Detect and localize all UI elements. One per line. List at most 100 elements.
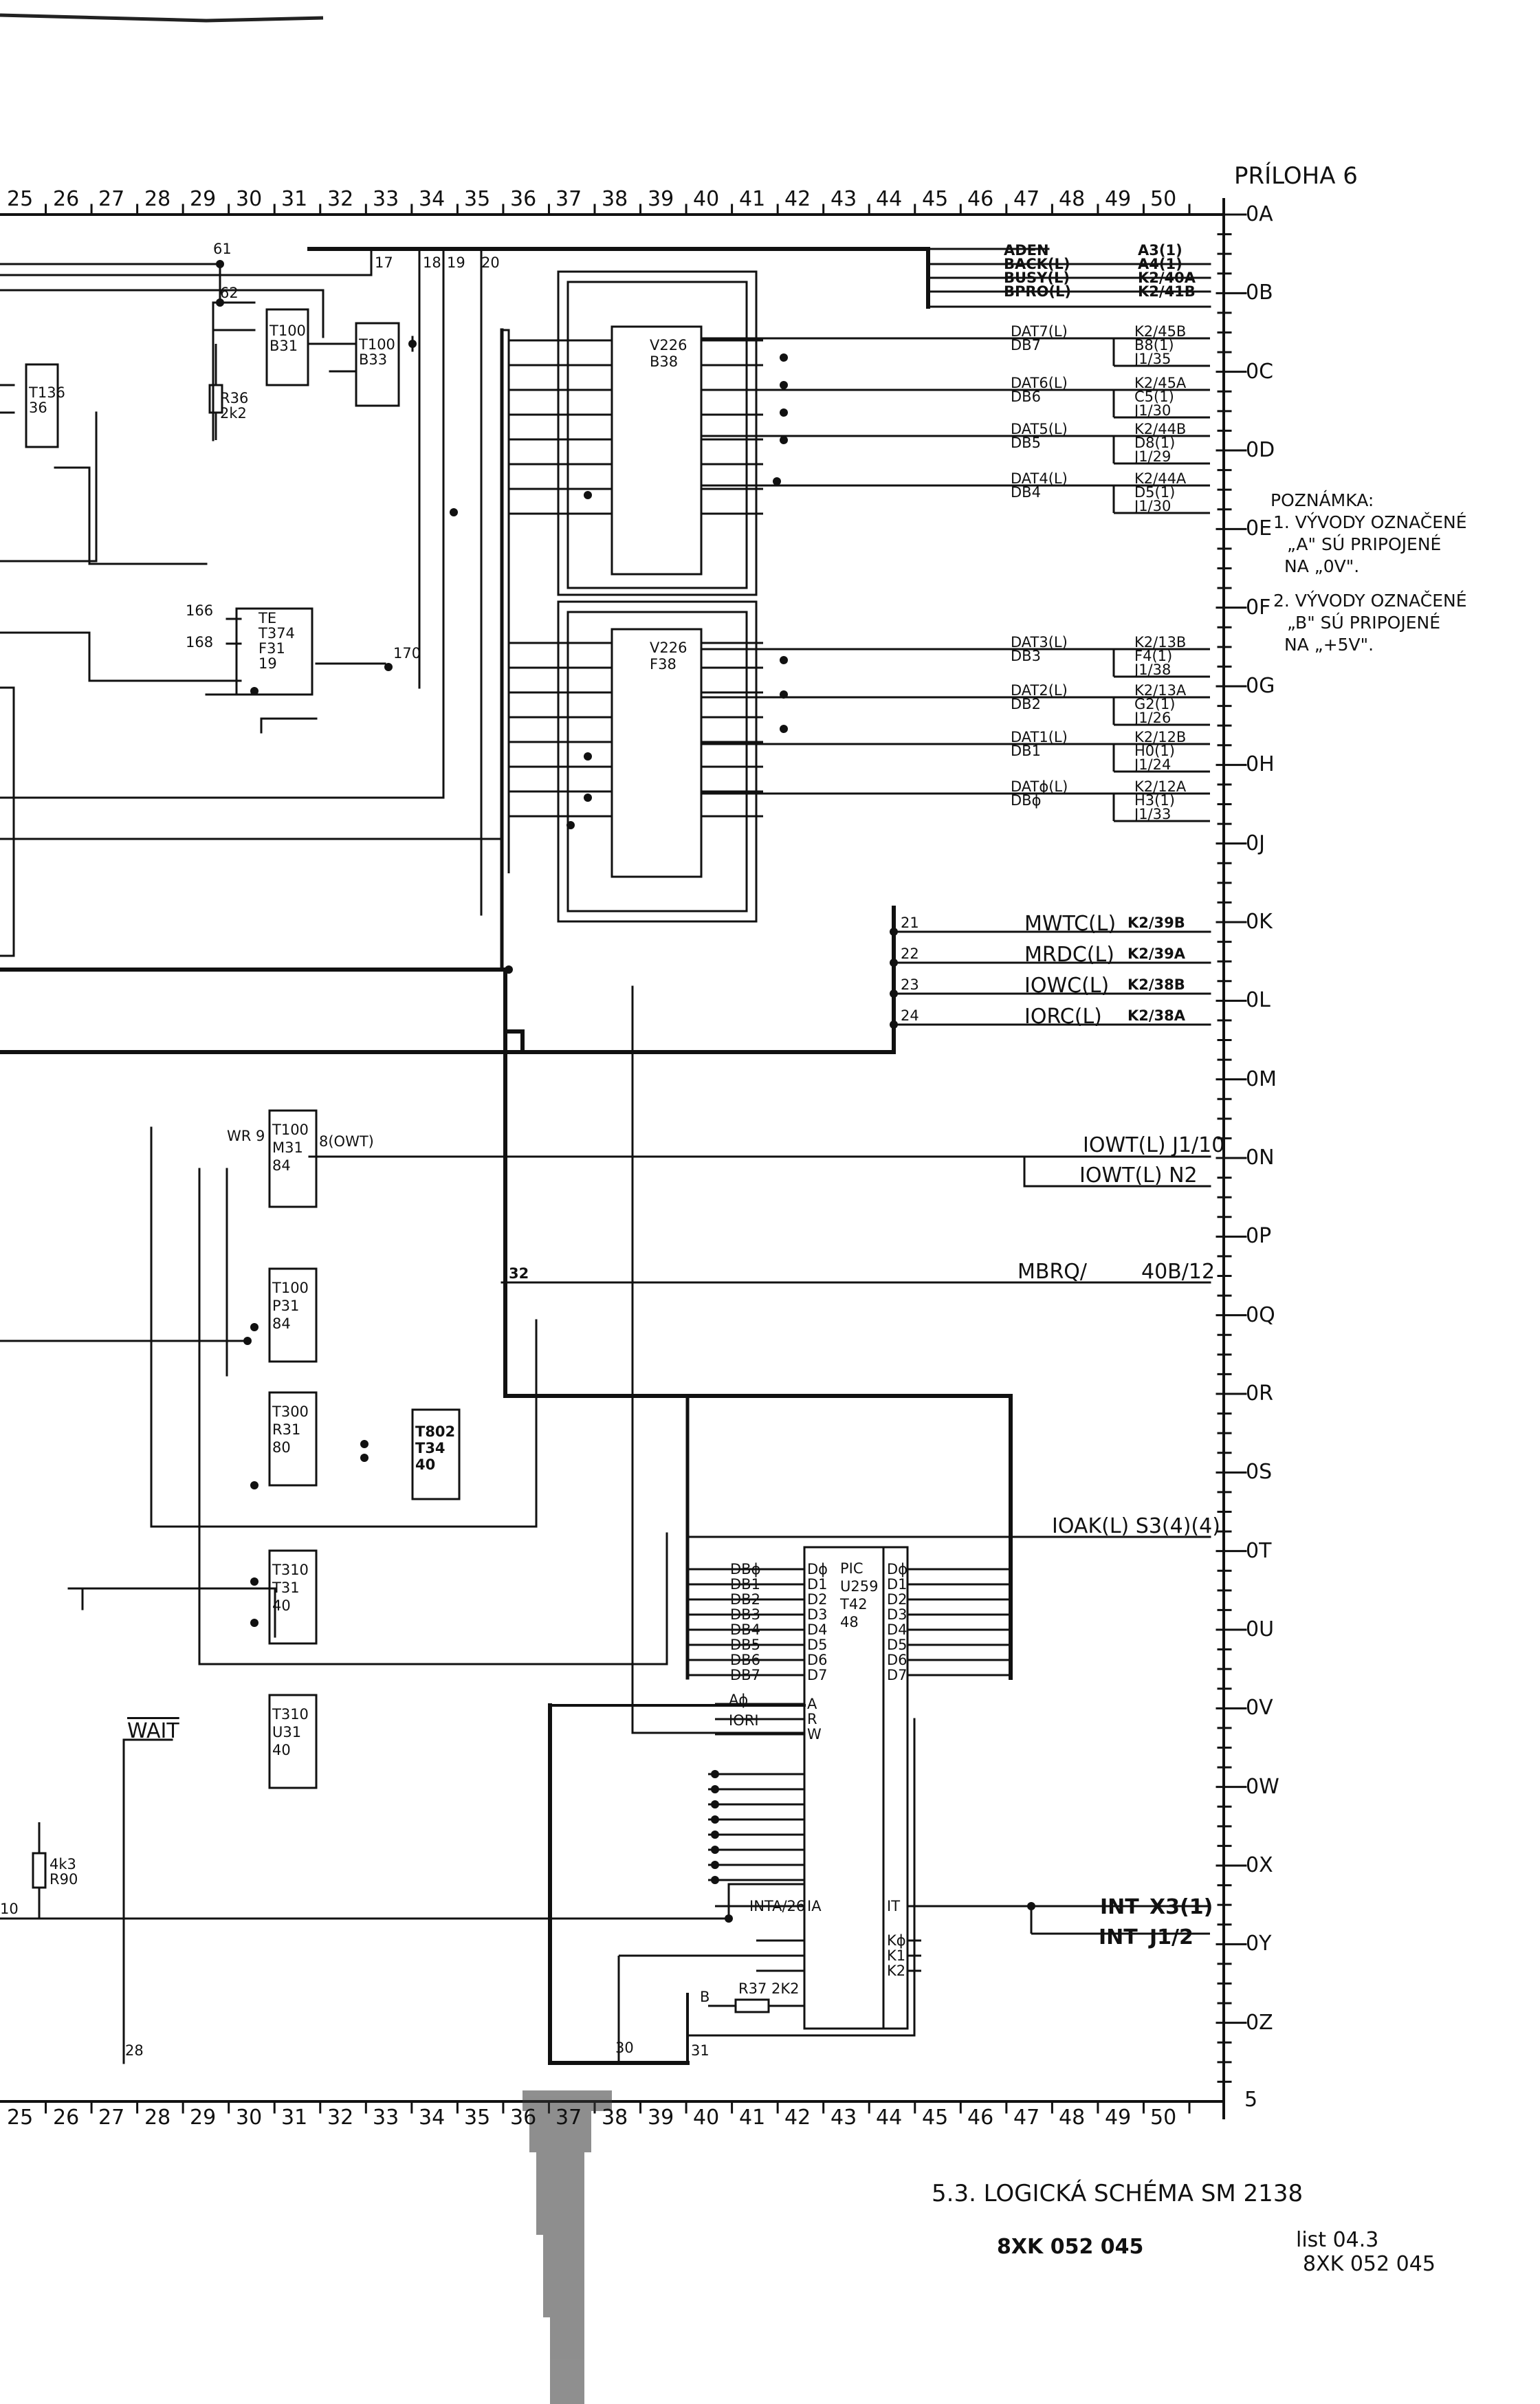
row-label: 0E <box>1246 516 1273 540</box>
chip-pic <box>803 1546 909 2030</box>
pic-left-pin: D6 <box>807 1652 828 1668</box>
command-signal-connector: K2/39A <box>1128 946 1186 962</box>
note-line-3: NA „0V". <box>1284 556 1360 576</box>
column-label-top: 50 <box>1150 187 1177 211</box>
data-signal-connector: J1/26 <box>1134 710 1172 726</box>
data-signal-name: DB4 <box>1011 484 1041 501</box>
note-line-6: NA „+5V". <box>1284 635 1374 655</box>
data-signal-connector: J1/29 <box>1134 448 1172 465</box>
column-label-top: 48 <box>1059 187 1086 211</box>
command-signal-connector: K2/38B <box>1128 976 1185 993</box>
data-signal-connector: J1/35 <box>1134 351 1172 367</box>
drawing-number: 8XK 052 045 <box>997 2235 1144 2259</box>
column-label-bottom: 32 <box>327 2106 354 2130</box>
column-label-bottom: 27 <box>98 2106 125 2130</box>
chip-t374-f31 <box>235 607 314 696</box>
signal-int-1-conn: X3(1) <box>1150 1895 1213 1919</box>
column-label-top: 26 <box>53 187 80 211</box>
column-label-bottom: 43 <box>830 2106 857 2130</box>
chip-t100-b33 <box>355 322 400 407</box>
sheet-number: 8XK 052 045 <box>1303 2252 1436 2276</box>
column-label-top: 43 <box>830 187 857 211</box>
command-signal-connector: K2/39B <box>1128 915 1185 931</box>
data-signal-name: DATϕ(L) <box>1011 778 1068 795</box>
note-line-2: „A" SÚ PRIPOJENÉ <box>1287 534 1442 554</box>
note-line-4: 2. VÝVODY OZNAČENÉ <box>1273 591 1467 611</box>
signal-connector: K2/40A <box>1138 270 1196 286</box>
pic-right-pin: D6 <box>887 1652 908 1668</box>
note-title: POZNÁMKA: <box>1270 490 1374 510</box>
data-signal-connector: H3(1) <box>1134 792 1175 809</box>
pic-left-pin: D2 <box>807 1591 828 1608</box>
pic-right-pin: Dϕ <box>887 1561 908 1577</box>
chip-label-t802: T802 T34 40 <box>415 1423 456 1473</box>
command-signal-number: 23 <box>901 976 919 993</box>
data-signal-name: DB3 <box>1011 648 1041 664</box>
column-label-bottom: 38 <box>602 2106 628 2130</box>
data-signal-name: DAT2(L) <box>1011 682 1068 699</box>
pic-right-pin: IT <box>887 1898 901 1914</box>
row-label: 0W <box>1246 1775 1279 1799</box>
column-label-top: 32 <box>327 187 354 211</box>
row-label: 0M <box>1246 1067 1277 1091</box>
chip-label-t310-t31: T310 T31 40 <box>272 1562 309 1614</box>
command-signal-connector: K2/38A <box>1128 1007 1186 1024</box>
chip-label-pic: PIC U259 T42 48 <box>840 1560 879 1630</box>
column-label-bottom: 46 <box>967 2106 994 2130</box>
note-line-1: 1. VÝVODY OZNAČENÉ <box>1273 512 1467 532</box>
net-62: 62 <box>220 285 239 301</box>
column-label-bottom: 42 <box>784 2106 811 2130</box>
column-label-bottom: 50 <box>1150 2106 1177 2130</box>
pic-left-pin: Dϕ <box>807 1561 828 1577</box>
net-166: 166 <box>186 602 214 619</box>
row-label: 0D <box>1246 438 1275 462</box>
row-label: 0P <box>1246 1224 1272 1248</box>
row-label: 0V <box>1246 1696 1273 1720</box>
row-label: 0K <box>1246 910 1273 934</box>
chip-label-v226-b38: V226 B38 <box>650 337 688 370</box>
data-signal-connector: K2/12B <box>1134 729 1187 745</box>
column-label-top: 47 <box>1013 187 1040 211</box>
net-10: 10 <box>0 1901 19 1917</box>
command-signal-name: MWTC(L) <box>1024 912 1116 936</box>
column-label-bottom: 30 <box>236 2106 263 2130</box>
pic-data-label: DB3 <box>730 1606 760 1623</box>
pic-data-label: DB1 <box>730 1576 760 1593</box>
chip-t100-m31 <box>268 1109 318 1208</box>
column-label-top: 39 <box>648 187 674 211</box>
chip-label-v226-f38: V226 F38 <box>650 640 688 673</box>
data-signal-connector: K2/45B <box>1134 323 1187 340</box>
pic-data-label: DB2 <box>730 1591 760 1608</box>
net-19: 19 <box>447 254 465 271</box>
pic-data-label: DB4 <box>730 1621 760 1638</box>
signal-wr: WR 9 <box>227 1128 265 1144</box>
column-label-bottom: 49 <box>1105 2106 1132 2130</box>
column-label-top: 41 <box>739 187 766 211</box>
net-28: 28 <box>125 2042 144 2059</box>
column-label-bottom: 41 <box>739 2106 766 2130</box>
data-signal-connector: H0(1) <box>1134 743 1175 759</box>
pic-left-pin: IA <box>807 1898 822 1914</box>
signal-name: BPRO(L) <box>1004 283 1071 300</box>
signal-mbrq-conn: 40B/12 <box>1141 1260 1216 1284</box>
row-label: 0G <box>1246 674 1275 698</box>
column-label-top: 37 <box>556 187 582 211</box>
row-label: 0X <box>1246 1853 1273 1877</box>
pic-left-pin: D3 <box>807 1606 828 1623</box>
data-signal-name: DAT6(L) <box>1011 375 1068 391</box>
signal-iowt-2: IOWT(L) N2 <box>1079 1163 1198 1188</box>
command-signal-number: 21 <box>901 915 919 931</box>
column-label-top: 31 <box>281 187 308 211</box>
data-signal-connector: J1/30 <box>1134 402 1172 419</box>
row-label: 0Z <box>1246 2011 1273 2035</box>
pic-right-pin: D2 <box>887 1591 908 1608</box>
command-signal-number: 24 <box>901 1007 919 1024</box>
data-signal-name: DB1 <box>1011 743 1041 759</box>
sheet-label: list 04.3 <box>1296 2228 1379 2252</box>
signal-connector: K2/41B <box>1138 283 1196 300</box>
signal-owt: 8(OWT) <box>319 1133 374 1150</box>
column-label-bottom: 47 <box>1013 2106 1040 2130</box>
chip-t802 <box>411 1408 461 1500</box>
data-signal-connector: F4(1) <box>1134 648 1173 664</box>
